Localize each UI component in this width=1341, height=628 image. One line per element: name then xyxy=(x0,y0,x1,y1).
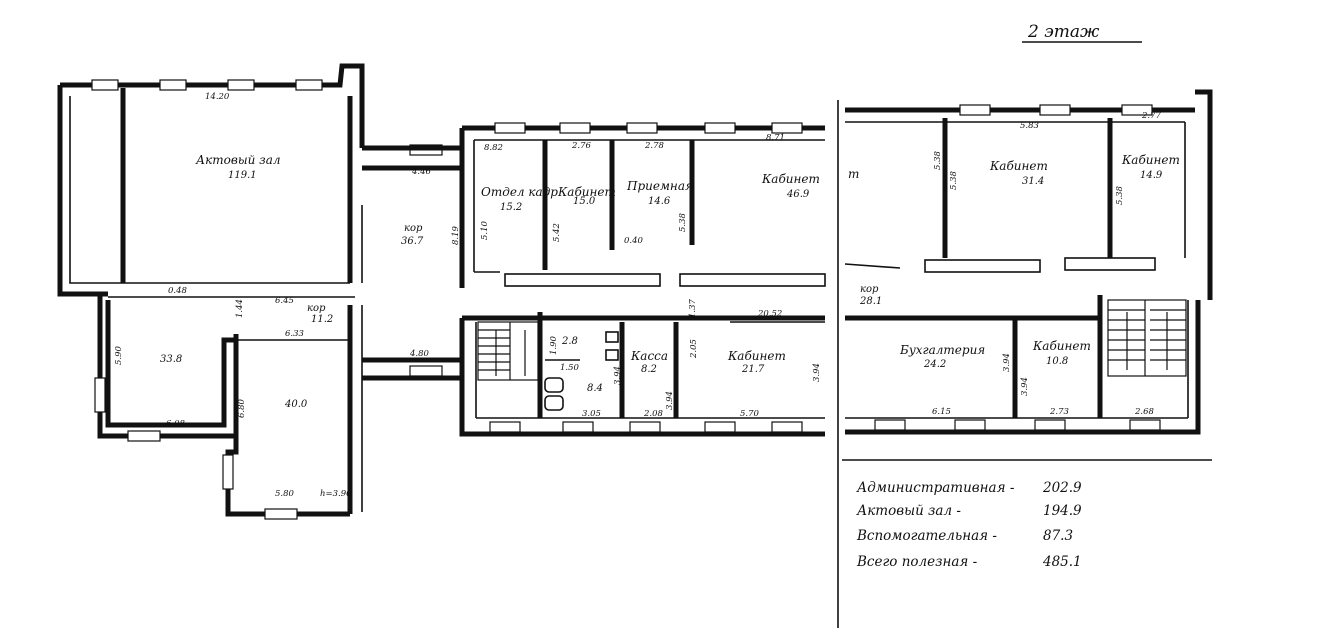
dimension-label: 2.77 xyxy=(1141,111,1162,121)
wc-84-area: 8.4 xyxy=(587,383,603,394)
dimension-label: 2.05 xyxy=(689,339,699,359)
left-wing-walls xyxy=(57,63,365,517)
room-office-31-area: 31.4 xyxy=(1022,176,1044,187)
corridor-right-area: 28.1 xyxy=(859,296,882,307)
room-office-10-area: 10.8 xyxy=(1046,356,1068,367)
wc-28-area: 2.8 xyxy=(561,336,578,347)
dimension-label: 2.08 xyxy=(643,409,664,419)
floor-title: 2 этаж xyxy=(1027,22,1100,42)
room-office-46-area: 46.9 xyxy=(786,189,810,200)
stairs-right xyxy=(1107,299,1187,377)
dimension-label: 0.40 xyxy=(624,236,644,246)
dimension-label: 3.94 xyxy=(613,366,623,385)
room-office-14-area: 14.9 xyxy=(1140,170,1163,181)
room-reception-area: 14.6 xyxy=(648,196,671,207)
dimension-label: 5.42 xyxy=(552,223,562,242)
dimension-label: 3.94 xyxy=(812,363,822,382)
dimension-label: 2.78 xyxy=(644,141,665,151)
dimension-label: 1.44 xyxy=(235,299,245,318)
dimension-label: 4.46 xyxy=(411,167,432,177)
dimension-label: 8.19 xyxy=(451,225,461,245)
dimension-label: 2.68 xyxy=(1134,407,1155,417)
room-accounting-name: Бухгалтерия xyxy=(899,343,985,357)
dimension-label: 20.52 xyxy=(757,309,782,319)
dimension-label: 3.05 xyxy=(582,409,601,419)
dimension-label: 5.10 xyxy=(480,220,490,240)
dimension-label: 0.48 xyxy=(168,286,188,296)
dimension-label: 6.80 xyxy=(237,398,247,418)
room-office-46-name: Кабинет xyxy=(761,172,820,186)
room-assembly-hall-area: 119.1 xyxy=(228,170,257,181)
corridor-small-area: 11.2 xyxy=(311,314,333,325)
room-33-area: 33.8 xyxy=(160,354,182,365)
corridor-right-name: кор xyxy=(860,284,879,295)
summary-value: 202.9 xyxy=(1042,480,1082,496)
dimension-label: 1.37 xyxy=(688,298,698,318)
room-cashier-area: 8.2 xyxy=(641,364,657,375)
summary-value: 87.3 xyxy=(1043,528,1073,544)
corridor-main-name: кор xyxy=(404,223,423,234)
room-office-46-continued: т xyxy=(848,167,859,181)
right-block-windows xyxy=(874,104,1161,431)
room-hr-name: Отдел кадр xyxy=(481,185,558,199)
room-accounting-area: 24.2 xyxy=(923,359,946,370)
dimension-label: 3.94 xyxy=(1002,353,1012,372)
room-labels: Актовый зал 119.1 Отдел кадр 15.2 Кабине… xyxy=(160,153,1180,410)
dimension-label: 6.45 xyxy=(275,296,294,306)
dimension-label: 5.38 xyxy=(678,212,688,232)
dimension-label: 8.71 xyxy=(766,133,785,143)
dimension-label: 1.50 xyxy=(560,363,580,373)
dimension-label: 4.80 xyxy=(409,349,430,359)
dimension-label: 5.38 xyxy=(949,170,959,190)
stairs-middle xyxy=(477,321,539,381)
dimension-label: 1.90 xyxy=(549,335,559,355)
area-summary: Административная - 202.9 Актовый зал - 1… xyxy=(856,480,1082,570)
dimension-label: h=3.90 xyxy=(320,489,352,499)
room-office-31-name: Кабинет xyxy=(989,159,1048,173)
summary-label: Вспомогательная - xyxy=(856,528,997,544)
room-office-15-area: 15.0 xyxy=(573,196,596,207)
dimension-label: 6.33 xyxy=(285,329,304,339)
dimension-label: 2.73 xyxy=(1049,407,1069,417)
room-assembly-hall-name: Актовый зал xyxy=(195,153,281,167)
dimension-label: 8.82 xyxy=(484,143,503,153)
room-office-15-name: Кабинет xyxy=(557,185,616,199)
corridor-small-name: кор xyxy=(307,303,326,314)
connector-walls xyxy=(362,128,465,381)
room-office-14-name: Кабинет xyxy=(1121,153,1180,167)
dimension-label: 5.83 xyxy=(1020,121,1039,131)
dimension-label: 5.70 xyxy=(740,409,760,419)
dimension-label: 2.76 xyxy=(571,141,592,151)
summary-label: Административная - xyxy=(856,480,1015,496)
dimension-label: 3.94 xyxy=(1020,377,1030,396)
room-cashier-name: Касса xyxy=(630,349,668,363)
room-reception-name: Приемная xyxy=(626,179,693,193)
right-block-walls xyxy=(844,89,1213,435)
dimension-label: 3.94 xyxy=(665,391,675,410)
summary-label: Актовый зал - xyxy=(856,503,961,519)
dimension-label: 6.15 xyxy=(932,407,951,417)
dimension-label: 5.90 xyxy=(114,345,124,365)
summary-value: 485.1 xyxy=(1042,554,1082,570)
room-office-21-name: Кабинет xyxy=(727,349,786,363)
dimension-label: 6.08 xyxy=(166,419,186,429)
room-40-area: 40.0 xyxy=(284,399,308,410)
corridor-main-area: 36.7 xyxy=(401,236,424,247)
room-hr-area: 15.2 xyxy=(500,202,522,213)
dimension-label: 5.38 xyxy=(1115,185,1125,205)
dimension-label: 5.80 xyxy=(275,489,295,499)
room-office-10-name: Кабинет xyxy=(1032,339,1091,353)
dimension-labels: 14.20 4.46 8.82 2.76 2.78 8.71 5.83 2.77… xyxy=(114,92,1162,499)
dimension-label: 5.38 xyxy=(933,150,943,170)
sanitary-fixtures xyxy=(544,331,619,411)
room-office-21-area: 21.7 xyxy=(741,364,765,375)
summary-label: Всего полезная - xyxy=(856,554,978,570)
dimension-label: 14.20 xyxy=(205,92,230,102)
summary-value: 194.9 xyxy=(1043,503,1082,519)
middle-block-windows xyxy=(489,122,803,433)
